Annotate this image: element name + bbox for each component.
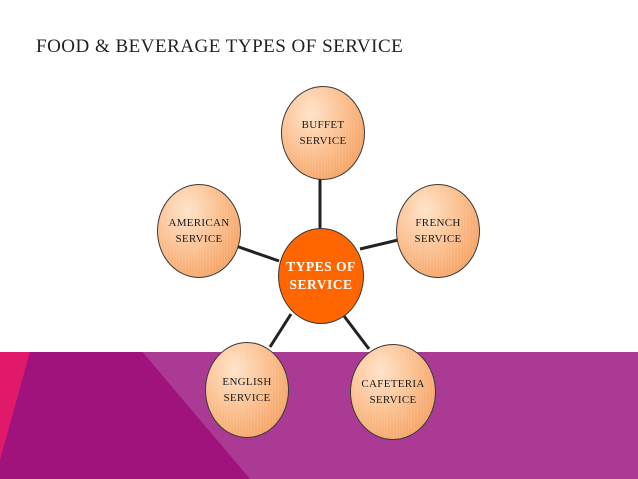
slide-title: FOOD & BEVERAGE TYPES OF SERVICE — [36, 36, 404, 57]
cafeteria-service-node: CAFETERIA SERVICE — [350, 344, 436, 440]
american-service-node: AMERICAN SERVICE — [157, 184, 241, 278]
center-label: TYPES OF SERVICE — [286, 259, 356, 292]
connector-american — [235, 244, 280, 263]
french-service-label: FRENCH SERVICE — [414, 217, 462, 245]
buffet-service-node: BUFFET SERVICE — [281, 86, 365, 180]
buffet-service-label: BUFFET SERVICE — [299, 119, 347, 147]
connector-cafeteria — [342, 315, 371, 350]
connector-english — [268, 313, 293, 348]
types-of-service-center-node: TYPES OF SERVICE — [278, 228, 364, 324]
french-service-node: FRENCH SERVICE — [396, 184, 480, 278]
english-service-node: ENGLISH SERVICE — [205, 342, 289, 438]
english-service-label: ENGLISH SERVICE — [222, 376, 272, 404]
connector-french — [359, 238, 399, 251]
american-service-label: AMERICAN SERVICE — [168, 217, 230, 245]
cafeteria-service-label: CAFETERIA SERVICE — [361, 378, 425, 406]
